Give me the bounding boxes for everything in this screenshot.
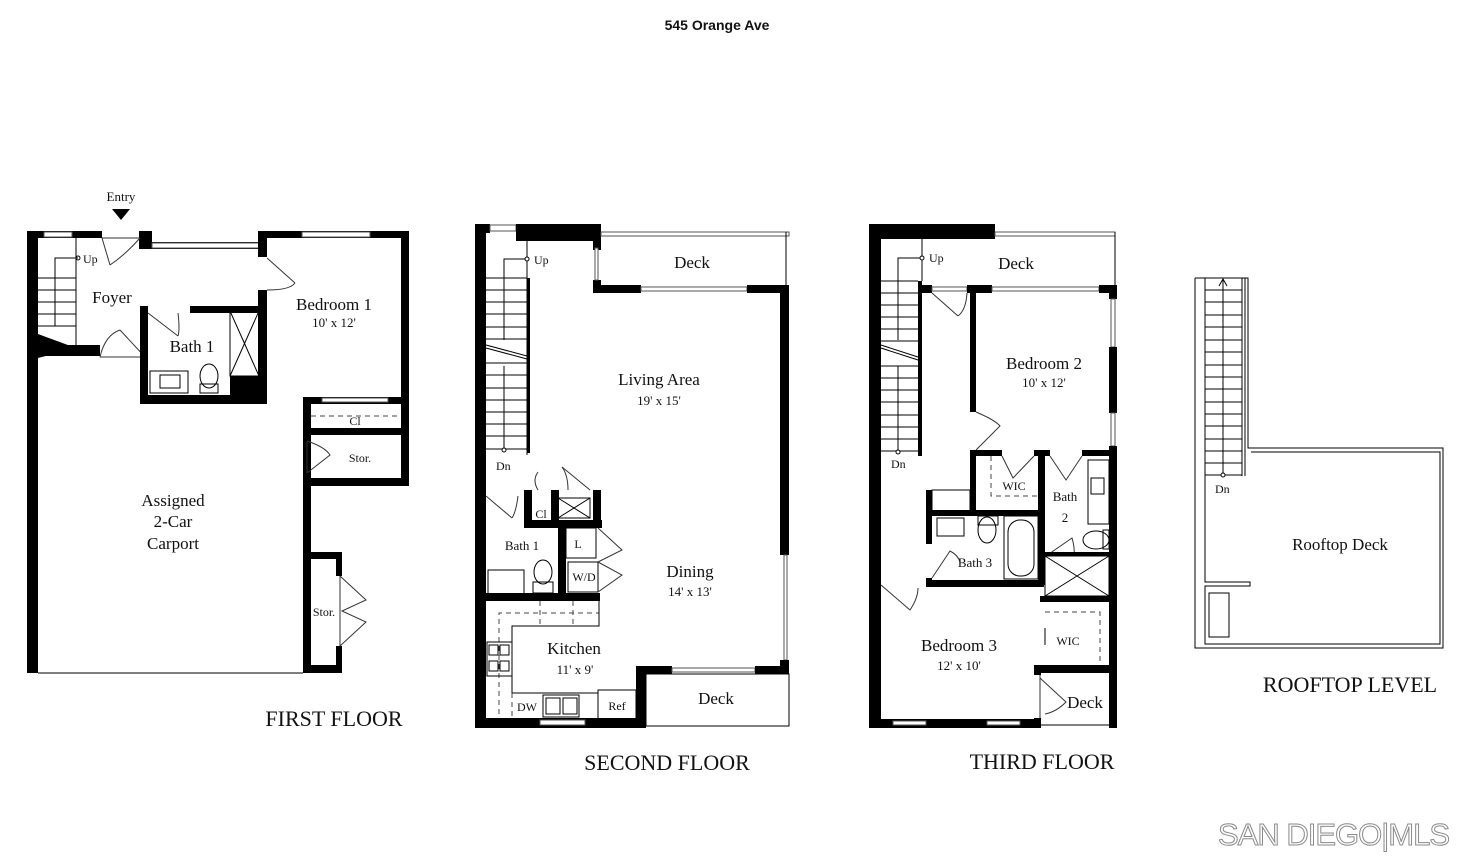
linen-label: L	[574, 537, 581, 551]
storage2-label: Stor.	[313, 605, 335, 619]
bedroom2-label: Bedroom 2	[1006, 354, 1082, 373]
third-dn-label: Dn	[891, 457, 906, 471]
living-area-label: Living Area	[618, 370, 700, 389]
bedroom3-dim: 12' x 10'	[937, 658, 981, 673]
dishwasher-label: DW	[517, 700, 538, 714]
property-address-title: 545 Orange Ave	[664, 17, 770, 33]
wic1-label: WIC	[1002, 479, 1025, 493]
rooftop-deck-label: Rooftop Deck	[1292, 535, 1388, 554]
second-floor-plan: Deck Up Dn Living Area 19' x 15' Cl Bath…	[475, 224, 790, 775]
closet-second-label: Cl	[535, 507, 547, 521]
carport-label-2: 2-Car	[154, 512, 193, 531]
bedroom1-label: Bedroom 1	[296, 295, 372, 314]
second-floor-label: SECOND FLOOR	[584, 750, 750, 775]
third-floor-label: THIRD FLOOR	[970, 749, 1115, 774]
living-area-dim: 19' x 15'	[637, 393, 681, 408]
kitchen-dim: 11' x 9'	[557, 662, 594, 677]
rooftop-plan: Dn Rooftop Deck ROOFTOP LEVEL	[1194, 277, 1444, 697]
entry-label: Entry	[107, 189, 136, 204]
refrigerator-label: Ref	[608, 699, 625, 713]
foyer-label: Foyer	[92, 288, 132, 307]
first-floor-label: FIRST FLOOR	[265, 706, 402, 731]
bedroom1-dim: 10' x 12'	[312, 315, 356, 330]
carport-label-3: Carport	[147, 534, 199, 553]
rooftop-dn-label: Dn	[1215, 482, 1230, 496]
rooftop-level-label: ROOFTOP LEVEL	[1263, 672, 1437, 697]
washer-dryer-label: W/D	[572, 570, 596, 584]
dining-dim: 14' x 13'	[668, 584, 712, 599]
second-up-label: Up	[534, 253, 549, 267]
dining-label: Dining	[666, 562, 714, 581]
san-diego-mls-logo: SAN DIEGO|MLS	[1217, 817, 1450, 853]
entry-arrow-icon	[112, 209, 130, 220]
bath2-label-1: Bath	[1053, 489, 1078, 504]
third-floor-plan: Deck Up Dn Bedroom 2 10' x 12'	[869, 224, 1117, 774]
deck-bottom-third-label: Deck	[1067, 693, 1103, 712]
deck-bottom-second-label: Deck	[698, 689, 734, 708]
bath1-second-label: Bath 1	[505, 538, 539, 553]
closet-first-label: Cl	[349, 414, 361, 428]
bath3-label: Bath 3	[958, 555, 992, 570]
bath1-first-label: Bath 1	[170, 337, 215, 356]
bath2-label-2: 2	[1062, 510, 1069, 525]
storage1-label: Stor.	[349, 451, 371, 465]
wic2-label: WIC	[1056, 634, 1079, 648]
carport-label-1: Assigned	[141, 491, 205, 510]
first-up-label: Up	[83, 252, 98, 266]
bedroom3-label: Bedroom 3	[921, 636, 997, 655]
first-floor-plan: Entry Up Foyer Bath 1	[27, 189, 409, 731]
third-up-label: Up	[929, 251, 944, 265]
bedroom2-dim: 10' x 12'	[1022, 375, 1066, 390]
second-dn-label: Dn	[496, 459, 511, 473]
kitchen-label: Kitchen	[547, 639, 601, 658]
deck-top-third-label: Deck	[998, 254, 1034, 273]
deck-top-second-label: Deck	[674, 253, 710, 272]
